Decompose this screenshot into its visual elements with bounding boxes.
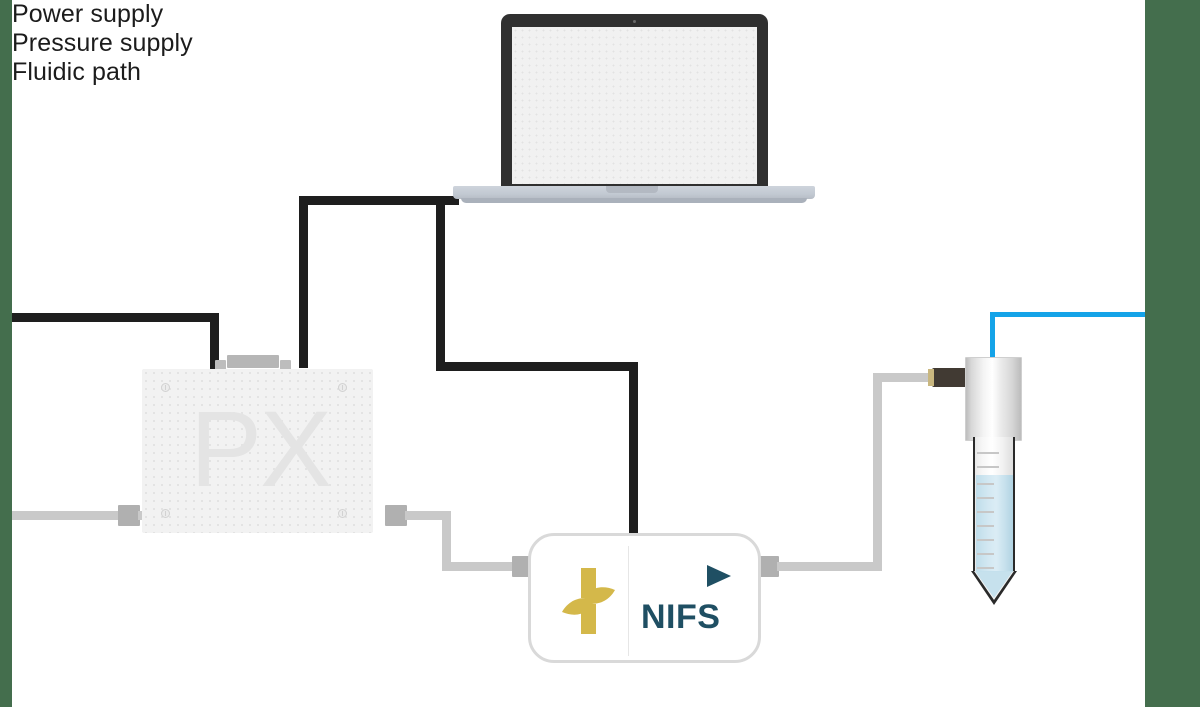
vial-graduation-mark — [977, 483, 994, 485]
laptop-to-px-cable-vertical — [299, 196, 308, 368]
power-supply-cable-horizontal — [12, 313, 219, 322]
vial-graduation-mark — [977, 497, 994, 499]
power-supply-label: Power supply — [12, 0, 164, 28]
px-db-connector-tab-left — [215, 360, 226, 370]
px-to-nifs-tube-seg3 — [442, 562, 520, 571]
px-db-connector — [227, 355, 279, 368]
nifs-flow-direction-arrow-icon — [707, 565, 731, 587]
power-supply-cable-vertical — [210, 313, 219, 376]
vial-liquid-cone — [975, 571, 1013, 598]
px-screw-bottom-left — [161, 509, 170, 518]
px-to-nifs-tube-seg1 — [405, 511, 451, 520]
px-outlet-connector — [385, 505, 407, 526]
px-db-connector-tab-right — [280, 360, 291, 370]
nifs-leaf-logo-icon — [562, 568, 615, 634]
nifs-to-vial-tube-seg2 — [873, 373, 882, 571]
nifs-device-body[interactable]: NIFS — [528, 533, 761, 663]
laptop-trackpad-notch — [606, 186, 658, 193]
vial-graduation-mark — [977, 553, 994, 555]
vial-graduation-mark — [977, 466, 999, 468]
laptop-screen — [512, 27, 757, 184]
px-screw-bottom-right — [338, 509, 347, 518]
fluidic-path-indicator-vertical — [990, 312, 995, 360]
laptop-base-lip — [461, 198, 807, 203]
px-screw-top-right — [338, 383, 347, 392]
pressure-supply-label: Pressure supply — [12, 29, 193, 57]
px-to-nifs-tube-seg2 — [442, 511, 451, 571]
nifs-to-vial-tube-seg3 — [873, 373, 948, 382]
pressure-supply-tube — [12, 511, 120, 520]
fluidic-path-indicator-horizontal — [990, 312, 1145, 317]
laptop-to-nifs-cable-vertical-upper — [436, 196, 445, 371]
nifs-to-vial-tube-seg1 — [777, 562, 882, 571]
px-controller-body[interactable]: PX — [142, 369, 373, 533]
laptop-to-nifs-cable-vertical-lower — [629, 362, 638, 538]
laptop-to-px-cable-horizontal — [299, 196, 459, 205]
nifs-outlet-connector — [757, 556, 779, 577]
laptop-webcam-icon — [633, 20, 636, 23]
vial-graduation-mark — [977, 525, 994, 527]
fluidic-path-label: Fluidic path — [12, 58, 142, 86]
vial-graduation-mark — [977, 511, 994, 513]
nifs-wordmark-text: NIFS — [641, 598, 721, 636]
vial-graduation-mark — [977, 452, 999, 454]
vial-cap — [965, 357, 1022, 441]
pressure-supply-connector — [118, 505, 140, 526]
px-screw-top-left — [161, 383, 170, 392]
px-logo-text: PX — [190, 388, 332, 509]
vial-graduation-mark — [977, 567, 994, 569]
laptop-to-nifs-cable-horizontal — [436, 362, 638, 371]
vial-graduation-mark — [977, 539, 994, 541]
diagram-white-area: PX NIFS — [12, 0, 1145, 707]
vial-fitting-gold-band — [928, 369, 934, 386]
vial-liquid — [975, 475, 1013, 572]
nifs-divider-line — [628, 546, 629, 656]
vial-inlet-fitting — [932, 368, 970, 387]
